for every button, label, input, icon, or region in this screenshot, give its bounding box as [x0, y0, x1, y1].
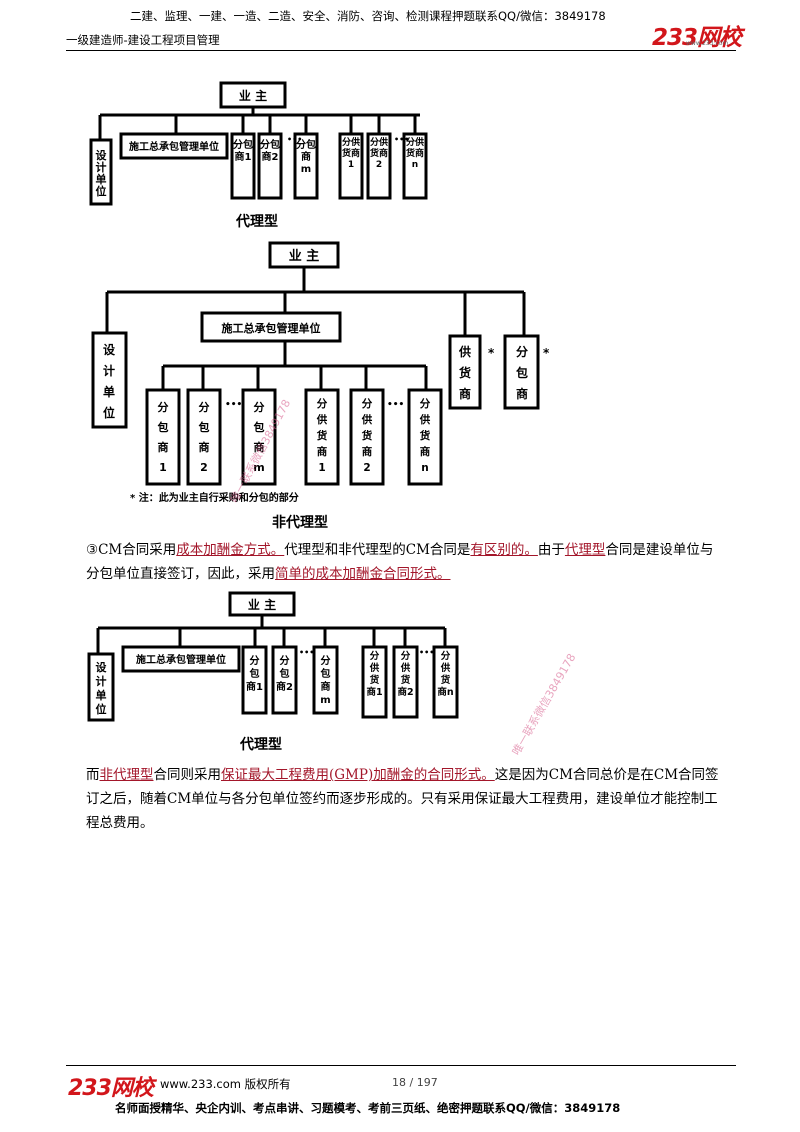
diagram-note: * 注：此为业主自行采购和分包的部分: [130, 491, 299, 504]
highlighted-text: 非代理型: [99, 767, 154, 783]
owner-box-label: 业 主: [239, 88, 267, 103]
ellipsis: •••: [225, 400, 242, 410]
highlighted-text: 有区别的。: [470, 542, 538, 558]
text-run: ③CM合同采用: [86, 542, 177, 558]
sub-box-label: 分包商1: [157, 401, 169, 474]
text-run: 代理型和非代理型的CM合同是: [284, 542, 471, 558]
text-run: 合同是建设单位与分包单位直接签订，因此，采用: [86, 542, 714, 582]
supplier-box-label: 供货商: [458, 345, 471, 401]
paragraph-gmp-contract: 而非代理型合同则采用保证最大工程费用(GMP)加酬金的合同形式。这是因为CM合同…: [86, 763, 726, 835]
footer-copyright: www.233.com 版权所有: [160, 1077, 291, 1091]
text-run: 这是因为CM合同总价是在CM合同签订之后，随着CM单位与各分包单位签约而逐步形成…: [86, 767, 719, 831]
sub-box-label: 分包商1: [233, 140, 253, 163]
supplier-box-label: 分供货商n: [405, 138, 424, 170]
ellipsis: •••: [387, 400, 404, 410]
supplier-box-label: 分供货商2: [361, 398, 373, 474]
sub-box-label: 分包商2: [198, 401, 210, 474]
sub-box-label: 分包商m: [320, 656, 331, 706]
highlighted-text: 代理型: [564, 542, 606, 558]
highlighted-text: 保证最大工程费用(GMP)加酬金的合同形式。: [221, 767, 495, 783]
supplier-box-label: 分供货商n: [419, 398, 431, 474]
supplier-box-label: 分供货商1: [316, 398, 328, 474]
owner-box-label: 业 主: [248, 597, 276, 612]
diagram-caption: 代理型: [239, 736, 282, 753]
sub-box-label: 分包商1: [246, 656, 263, 693]
sub-box-label: 分包商2: [276, 656, 293, 693]
supplier-box-label: 分供货商n: [437, 651, 454, 698]
ellipsis: •••: [299, 648, 314, 657]
watermark: 唯一联系微信3849178: [509, 651, 579, 758]
design-box-label: 设计单位: [102, 343, 115, 420]
footer-divider: [66, 1065, 736, 1066]
star-mark: *: [543, 346, 550, 360]
header-contact-line: 二建、监理、一建、一造、二造、安全、消防、咨询、检测课程押题联系QQ/微信：38…: [130, 9, 606, 23]
diagram-caption: 代理型: [235, 213, 278, 230]
sub-box-label: 分包商m: [253, 401, 265, 474]
diagram-caption: 非代理型: [272, 514, 328, 531]
supplier-box-label: 分供货商1: [366, 651, 383, 698]
gc-box-label: 施工总承包管理单位: [129, 140, 219, 153]
brand-logo-url: www.233.com: [686, 40, 729, 47]
design-box-label: 设计单位: [95, 149, 107, 198]
gc-box-label: 施工总承包管理单位: [222, 321, 321, 335]
star-mark: *: [488, 346, 495, 360]
owner-box-label: 业 主: [289, 248, 320, 264]
document-subtitle: 一级建造师-建设工程项目管理: [66, 33, 220, 47]
brand-logo: 233网校: [652, 25, 742, 51]
supplier-box-label: 分供货商2: [369, 138, 388, 170]
text-run: 合同则采用: [153, 767, 222, 783]
ellipsis: •••: [419, 648, 434, 657]
highlighted-text: 成本加酬金方式。: [176, 542, 285, 558]
sub-box-label: 分包商2: [260, 140, 280, 163]
page-number: 18 / 197: [392, 1076, 438, 1089]
footer-brand-logo: 233网校: [68, 1076, 154, 1101]
header-divider: [66, 50, 736, 51]
paragraph-cm-contract: ③CM合同采用成本加酬金方式。代理型和非代理型的CM合同是有区别的。由于代理型合…: [86, 538, 726, 586]
supplier-box-label: 分供货商1: [341, 138, 360, 170]
highlighted-text: 简单的成本加酬金合同形式。: [275, 566, 451, 582]
gc-box-label: 施工总承包管理单位: [136, 653, 226, 666]
design-box-label: 设计单位: [95, 661, 107, 716]
sub-box-label: 分包商m: [296, 140, 316, 175]
footer-contact-line: 名师面授精华、央企内训、考点串讲、习题模考、考前三页纸、绝密押题联系QQ/微信：…: [115, 1101, 621, 1115]
text-run: 而: [86, 767, 100, 783]
text-run: 由于: [537, 542, 565, 558]
supplier-box-label: 分供货商2: [397, 651, 414, 698]
subcontractor-box-label: 分包商: [515, 345, 528, 401]
